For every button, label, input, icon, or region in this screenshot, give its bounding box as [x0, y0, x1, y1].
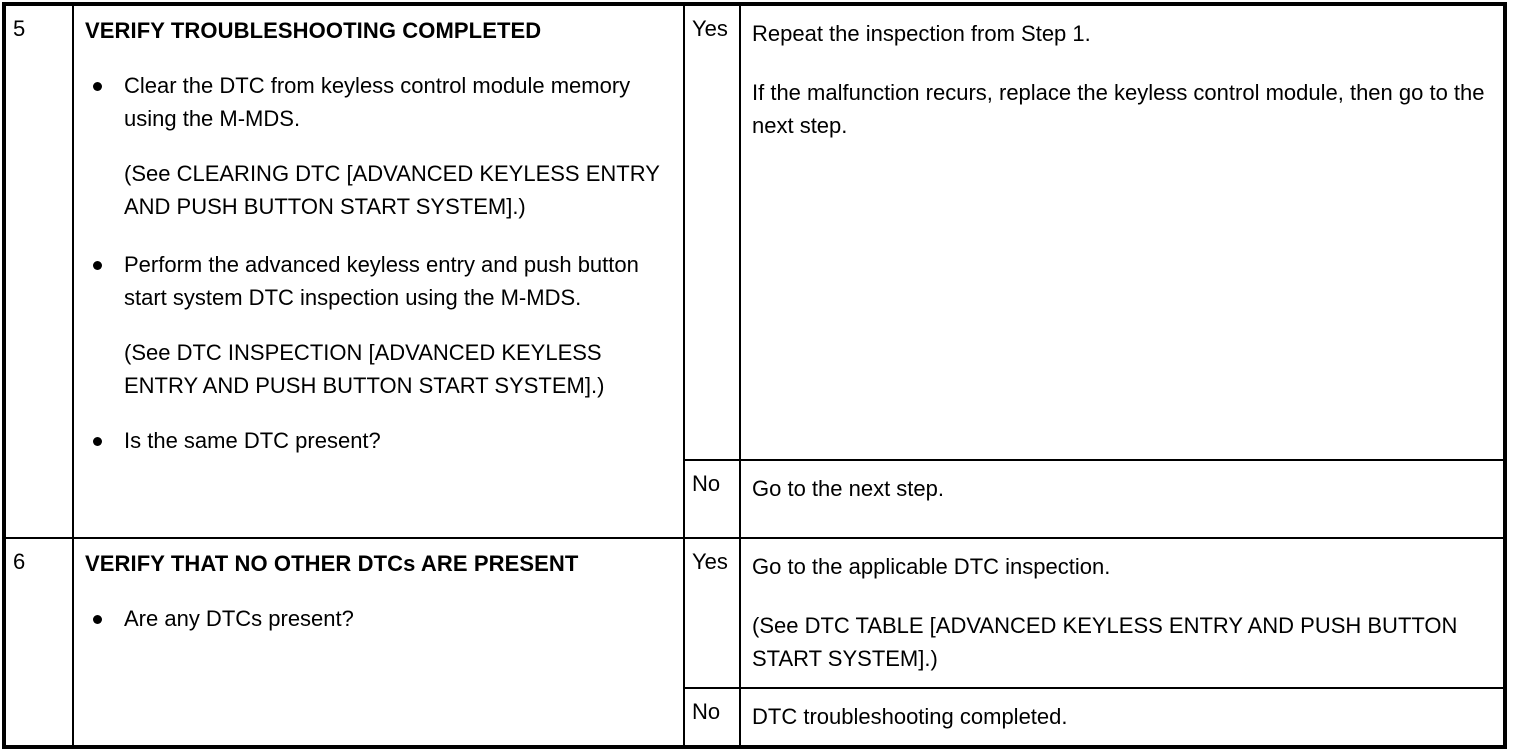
answer-label: Yes: [692, 16, 728, 41]
answer-label-cell-6-no: No: [683, 687, 741, 748]
answer-label-cell-6-yes: Yes: [683, 537, 741, 689]
list-item: Is the same DTC present?: [85, 424, 673, 457]
answer-label: No: [692, 471, 721, 496]
result-paragraph: (See DTC TABLE [ADVANCED KEYLESS ENTRY A…: [752, 613, 1458, 671]
answer-result-cell-5-no: Go to the next step.: [739, 459, 1506, 539]
answer-label: No: [692, 699, 721, 724]
bullet-dot-icon: [93, 437, 102, 446]
bullet-note: (See DTC INSPECTION [ADVANCED KEYLESS EN…: [124, 340, 605, 398]
page-title: VERIFY THAT NO OTHER DTCs ARE PRESENT: [85, 551, 579, 576]
table-row: 6 VERIFY THAT NO OTHER DTCs ARE PRESENT …: [3, 537, 1506, 748]
answer-label-cell-5-yes: Yes: [683, 3, 741, 461]
bullet-text: Perform the advanced keyless entry and p…: [124, 252, 639, 310]
bullet-dot-icon: [93, 82, 102, 91]
result-paragraph: Go to the next step.: [752, 476, 945, 501]
step-number: 6: [13, 549, 26, 574]
result-paragraph: If the malfunction recurs, replace the k…: [752, 80, 1485, 138]
bullet-text: Clear the DTC from keyless control modul…: [124, 73, 631, 131]
list-item: Perform the advanced keyless entry and p…: [85, 248, 673, 402]
list-item: Clear the DTC from keyless control modul…: [85, 69, 673, 223]
step-number-cell-6: 6: [3, 537, 74, 748]
step-number: 5: [13, 16, 26, 41]
action-bullet-list: Clear the DTC from keyless control modul…: [85, 69, 673, 457]
result-paragraph: Go to the applicable DTC inspection.: [752, 554, 1111, 579]
result-paragraph: DTC troubleshooting completed.: [752, 704, 1068, 729]
table-row: No Go to the next step.: [4, 459, 1506, 539]
bullet-note: (See CLEARING DTC [ADVANCED KEYLESS ENTR…: [124, 161, 660, 219]
table-row: 5 VERIFY TROUBLESHOOTING COMPLETED Clear…: [3, 3, 1506, 539]
answer-label-cell-5-no: No: [683, 459, 741, 539]
answer-result-cell-6-no: DTC troubleshooting completed.: [739, 687, 1506, 748]
step-action-cell-6: VERIFY THAT NO OTHER DTCs ARE PRESENT Ar…: [72, 537, 685, 748]
action-bullet-list: Are any DTCs present?: [85, 602, 673, 635]
answer-result-cell-5-yes: Repeat the inspection from Step 1. If th…: [739, 3, 1506, 461]
answer-label: Yes: [692, 549, 728, 574]
answer-result-cell-6-yes: Go to the applicable DTC inspection. (Se…: [739, 537, 1506, 689]
bullet-dot-icon: [93, 261, 102, 270]
list-item: Are any DTCs present?: [85, 602, 673, 635]
step-number-cell-5: 5: [3, 3, 74, 539]
result-paragraph: Repeat the inspection from Step 1.: [752, 21, 1091, 46]
bullet-dot-icon: [93, 615, 102, 624]
bullet-text: Is the same DTC present?: [124, 428, 381, 453]
step-action-cell-5: VERIFY TROUBLESHOOTING COMPLETED Clear t…: [72, 3, 685, 539]
bullet-text: Are any DTCs present?: [124, 606, 354, 631]
page-title: VERIFY TROUBLESHOOTING COMPLETED: [85, 18, 542, 43]
